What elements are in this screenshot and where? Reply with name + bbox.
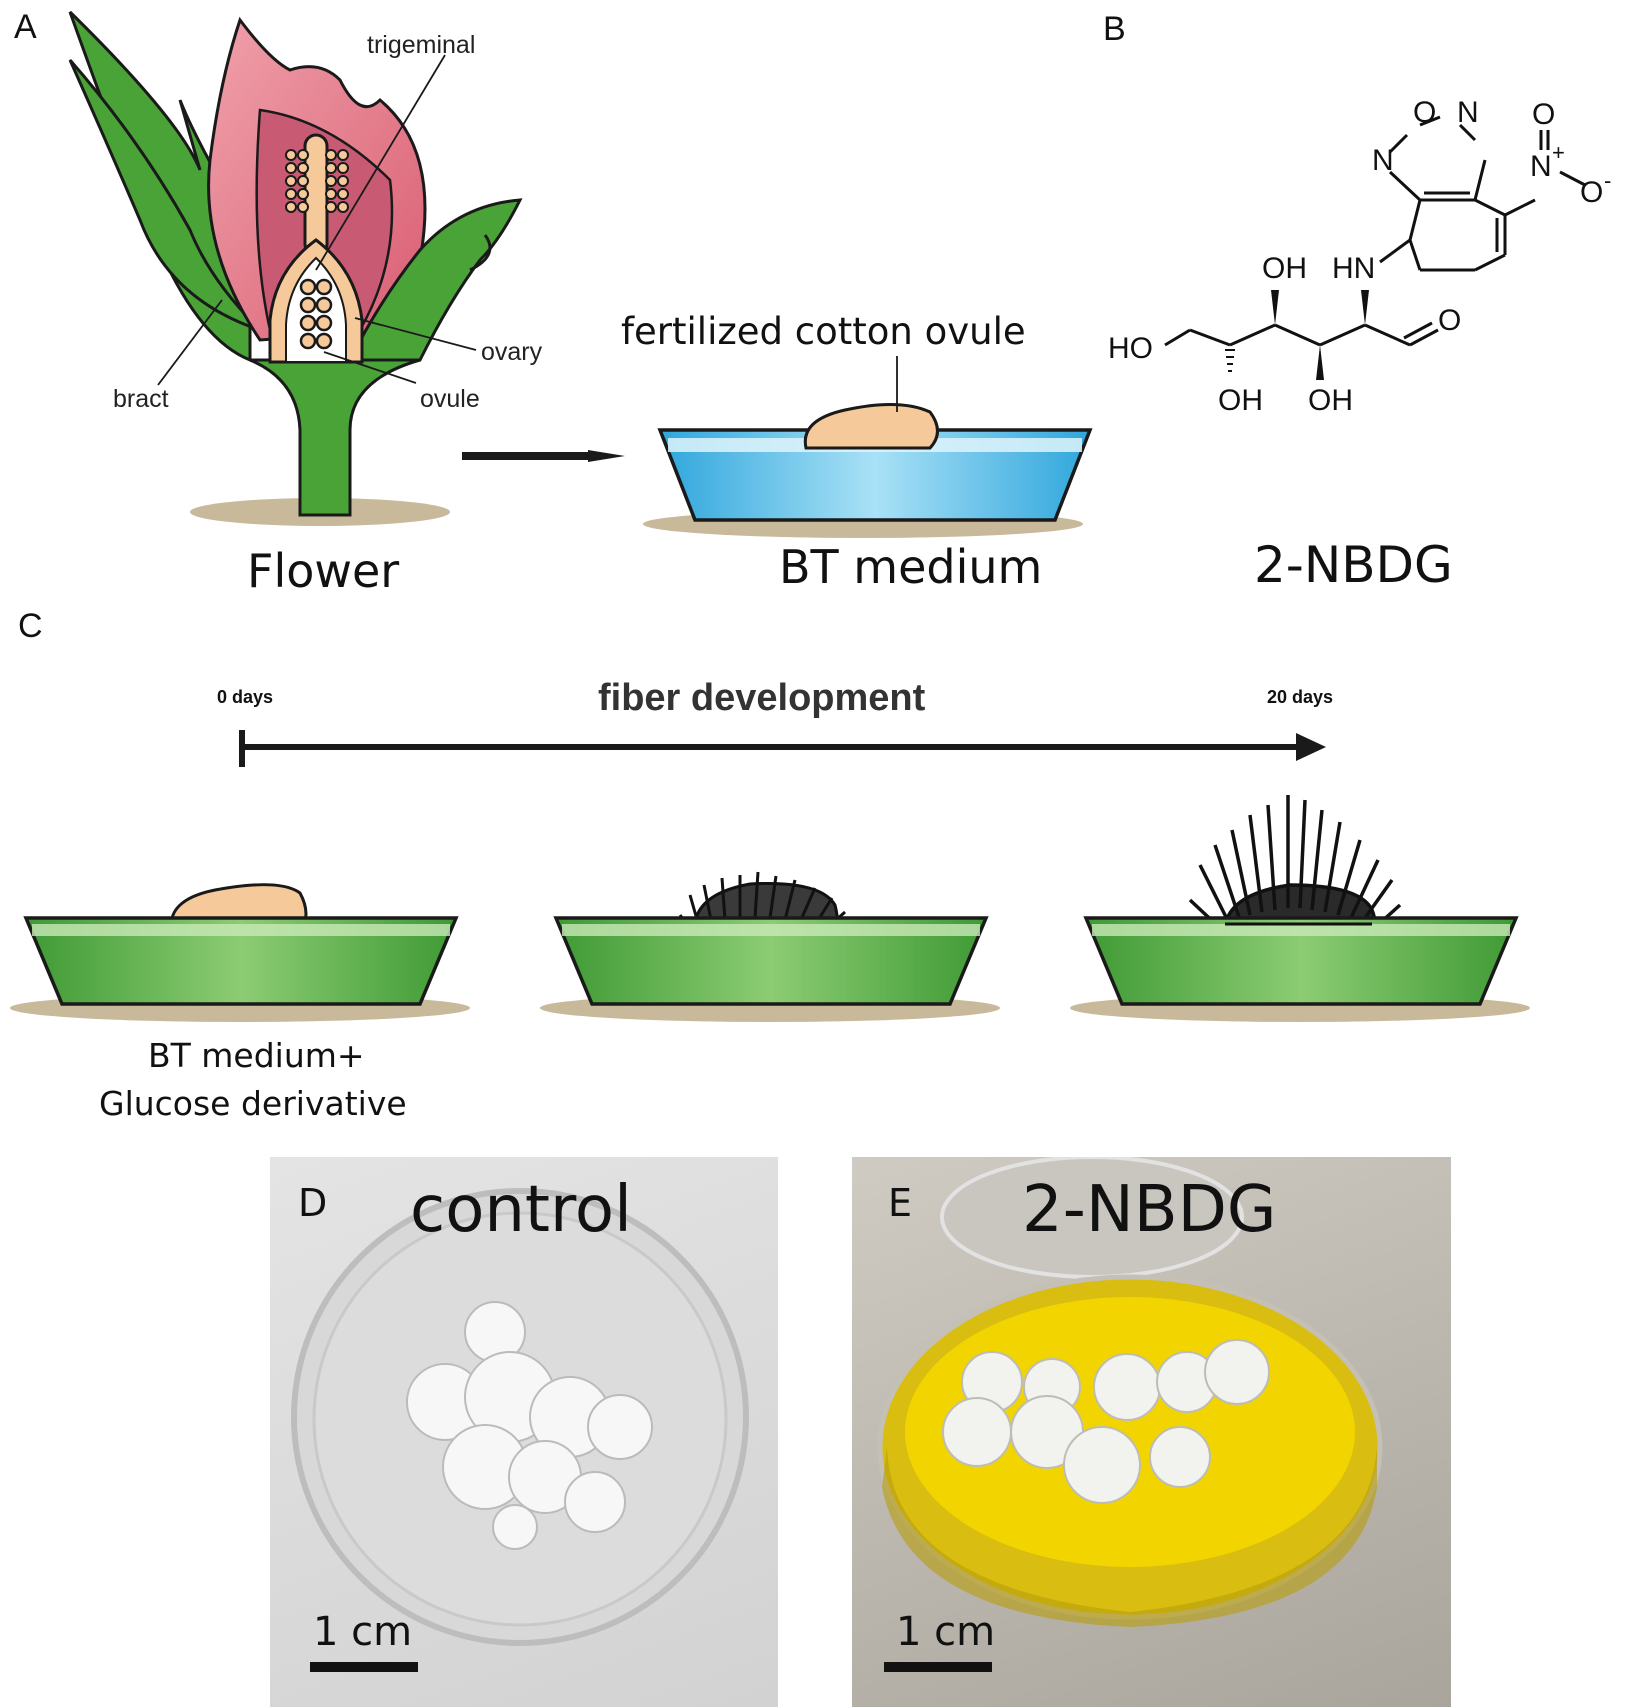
dish3	[1083, 916, 1519, 1006]
atom-nitro-plus: +	[1552, 140, 1565, 165]
dish3-surface	[1092, 924, 1510, 936]
panel-e-letter: E	[888, 1181, 913, 1225]
cotton-mass-2nbdg	[942, 1339, 1270, 1504]
timeline-start-label: 0 days	[217, 687, 274, 707]
panel-a-letter: A	[14, 8, 37, 46]
atom-n-upper: N	[1457, 96, 1479, 129]
atom-oh-bottom-left: OH	[1218, 384, 1263, 417]
panel-e-scale-label: 1 cm	[896, 1609, 996, 1655]
panel-d-scale-label: 1 cm	[313, 1609, 413, 1655]
atom-aldehyde-o: O	[1438, 304, 1462, 337]
timeline-end-label: 20 days	[1267, 687, 1334, 707]
ovule-fibers-long	[1188, 795, 1402, 937]
label-ovary: ovary	[481, 338, 543, 366]
leader-bract	[157, 299, 223, 386]
atom-ring-o: O	[1413, 96, 1437, 129]
bract-right-2	[469, 234, 492, 272]
panel-c-letter: C	[18, 607, 43, 645]
blue-dish	[657, 428, 1093, 522]
panel-d-title: control	[410, 1173, 632, 1247]
atom-nitro-minus: -	[1604, 168, 1612, 193]
atom-oh-top: OH	[1262, 252, 1307, 285]
label-bract: bract	[113, 385, 169, 413]
photo-control: D control 1 cm	[270, 1157, 778, 1707]
medium-label-line2: Glucose derivative	[99, 1084, 407, 1123]
label-bt-medium: BT medium	[779, 540, 1043, 594]
leader-ovary	[354, 317, 477, 351]
compound-name: 2-NBDG	[1254, 536, 1453, 594]
label-flower: Flower	[247, 544, 400, 598]
leader-ovule	[323, 351, 417, 384]
atom-oh-bottom-right: OH	[1308, 384, 1353, 417]
medium-label-line1: BT medium+	[148, 1036, 365, 1075]
dish2	[553, 916, 989, 1006]
label-fertilized-ovule: fertilized cotton ovule	[621, 310, 1026, 353]
dish1	[23, 916, 459, 1006]
atom-n-left: N	[1372, 144, 1394, 177]
cotton-mass-control	[406, 1301, 653, 1550]
dish1-surface	[32, 924, 450, 936]
photo-2nbdg: E 2-NBDG 1 cm	[852, 1157, 1451, 1707]
timeline-arrow-head	[1296, 733, 1326, 761]
fertilized-ovule	[803, 403, 939, 450]
atom-ho-left: HO	[1108, 332, 1153, 365]
atom-nitro-o-top: O	[1532, 98, 1556, 131]
anther-dots	[285, 149, 349, 213]
panel-b-letter: B	[1103, 10, 1126, 48]
panel-e-title: 2-NBDG	[1022, 1173, 1277, 1247]
atom-nitro-n: N	[1530, 150, 1552, 183]
atom-nitro-o-right: O	[1580, 176, 1604, 209]
leader-trigeminal	[315, 54, 446, 271]
dish2-surface	[562, 924, 980, 936]
atom-hn: HN	[1332, 252, 1376, 285]
label-ovule: ovule	[420, 385, 480, 413]
transfer-arrow-head	[588, 450, 625, 462]
ovule-dots	[299, 278, 333, 350]
label-trigeminal: trigeminal	[367, 31, 476, 59]
timeline-title: fiber development	[598, 677, 926, 719]
panel-d-letter: D	[298, 1181, 328, 1225]
